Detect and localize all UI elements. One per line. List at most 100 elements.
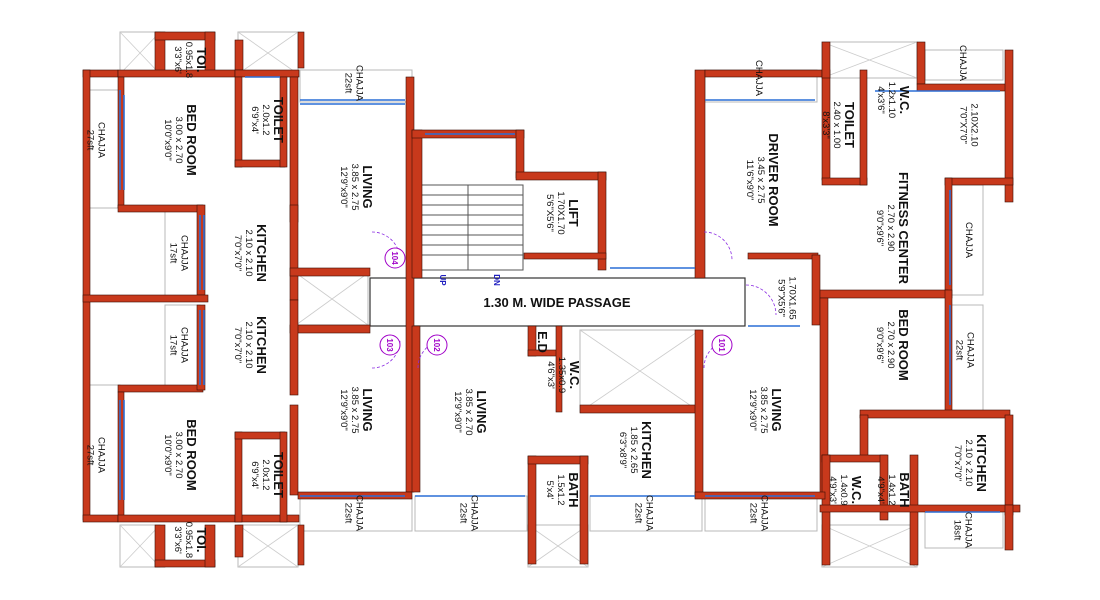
room-name: CHAJJA [179, 235, 190, 272]
room-dimension: 5'x4' [544, 481, 555, 500]
room-name: KITCHEN [254, 316, 269, 374]
wall-segment [289, 76, 299, 223]
room-dimension: 3.45 x 2.75 [755, 156, 766, 203]
room-dimension: 1.35x0.9 [556, 357, 567, 393]
wall-segment [704, 69, 829, 78]
wall-segment [859, 69, 868, 186]
room-dimension: 3'3"x6' [172, 526, 183, 554]
wall-segment [821, 41, 831, 79]
room-name: CHAJJA [96, 437, 107, 474]
wall-segment [916, 41, 926, 85]
room-dimension: 22sft [458, 503, 469, 524]
room-dimension: 2.0x1.2 [260, 459, 271, 490]
room-dimension: 27sft [85, 445, 96, 466]
wall-segment [204, 524, 216, 568]
room-name: TOI. [194, 527, 209, 552]
room-dimension: 4'9"x3' [827, 476, 838, 504]
wall-segment [1004, 414, 1014, 516]
room-name: W.C. [567, 361, 582, 389]
room-label: W.C.1.2x1.104'x3'6" [875, 82, 912, 118]
room-dimension: 2.0x1.2 [260, 104, 271, 135]
wall-segment [916, 83, 1013, 92]
room-dimension: 22sft [748, 503, 759, 524]
wall-segment [82, 514, 119, 523]
room-dimension: 7'0"x7'0" [952, 445, 963, 481]
room-dimension: 3.85 x 2.70 [463, 388, 474, 435]
room-dimension: 0.95x1.8 [183, 42, 194, 78]
room-label: W.C.1.35x0.94'6"x3' [545, 357, 582, 393]
wall-segment [579, 404, 701, 414]
room-name: FITNESS CENTER [896, 172, 911, 285]
room-dimension: 17sft [168, 243, 179, 264]
room-name: BED ROOM [184, 104, 199, 176]
room-dimension: 12'9"x9'0" [338, 389, 349, 431]
room-label: E.D [535, 331, 550, 353]
wall-segment [747, 252, 819, 260]
wall-segment [297, 31, 305, 69]
wall-segment [879, 454, 889, 521]
wall-segment [82, 294, 209, 303]
wall-segment [289, 299, 299, 396]
wall-segment [279, 431, 288, 523]
wall-segment [411, 325, 421, 493]
room-dimension: 0.95x1.8 [183, 522, 194, 558]
room-name: LIVING [769, 388, 784, 431]
room-dimension: 1.70X1.70 [555, 191, 566, 234]
room-dimension: 11'6"x9'0" [744, 160, 755, 201]
wall-segment [944, 289, 953, 416]
room-label: CHAJJA [963, 222, 974, 259]
room-dimension: 4'x3'6" [875, 86, 886, 114]
room-dimension: 12'9"x9'0" [338, 166, 349, 208]
room-dimension: 9'0"x9'6" [874, 327, 885, 363]
room-dimension: 12'9"x9'0" [452, 391, 463, 433]
room-dimension: 2.40 x 1.00 [831, 101, 842, 148]
wall-segment [527, 455, 589, 465]
room-dimension: 6'3"x8'9" [617, 432, 628, 468]
room-dimension: 1.4x1.2 [886, 474, 897, 505]
wall-segment [694, 329, 704, 499]
room-label: TOI.0.95x1.83'3"x6' [172, 42, 209, 78]
room-label: CHAJJA [957, 45, 968, 82]
room-dimension: 10'0"x9'0" [162, 434, 173, 476]
wall-segment [289, 204, 299, 301]
room-name: TOILET [271, 97, 286, 143]
room-dimension: 9'0"x9'6" [874, 210, 885, 246]
room-dimension: 6'9"x4' [249, 106, 260, 134]
wall-segment [234, 431, 286, 440]
room-dimension: 5'9"X5'6" [776, 279, 787, 317]
wall-segment [234, 69, 300, 78]
room-dimension: 2.10X2.10 [969, 103, 980, 146]
wall-segment [117, 76, 125, 209]
room-dimension: 10'0"x9'0" [162, 119, 173, 161]
wall-segment [234, 39, 244, 71]
room-dimension: 3'3"x6' [172, 46, 183, 74]
wall-segment [289, 324, 371, 334]
room-dimension: 7'0"x7'0" [232, 327, 243, 363]
wall-segment [234, 524, 244, 558]
room-name: CHAJJA [965, 332, 976, 369]
wall-segment [694, 69, 706, 279]
room-name: CHAJJA [179, 327, 190, 364]
room-dimension: 5'6"X5'6" [544, 194, 555, 232]
room-name: LIVING [360, 388, 375, 431]
room-name: BATH [897, 472, 912, 507]
wall-segment [234, 431, 243, 523]
room-name: CHAJJA [963, 512, 974, 549]
room-name: W.C. [897, 86, 912, 114]
room-dimension: 7'0"X7'0" [958, 106, 969, 144]
